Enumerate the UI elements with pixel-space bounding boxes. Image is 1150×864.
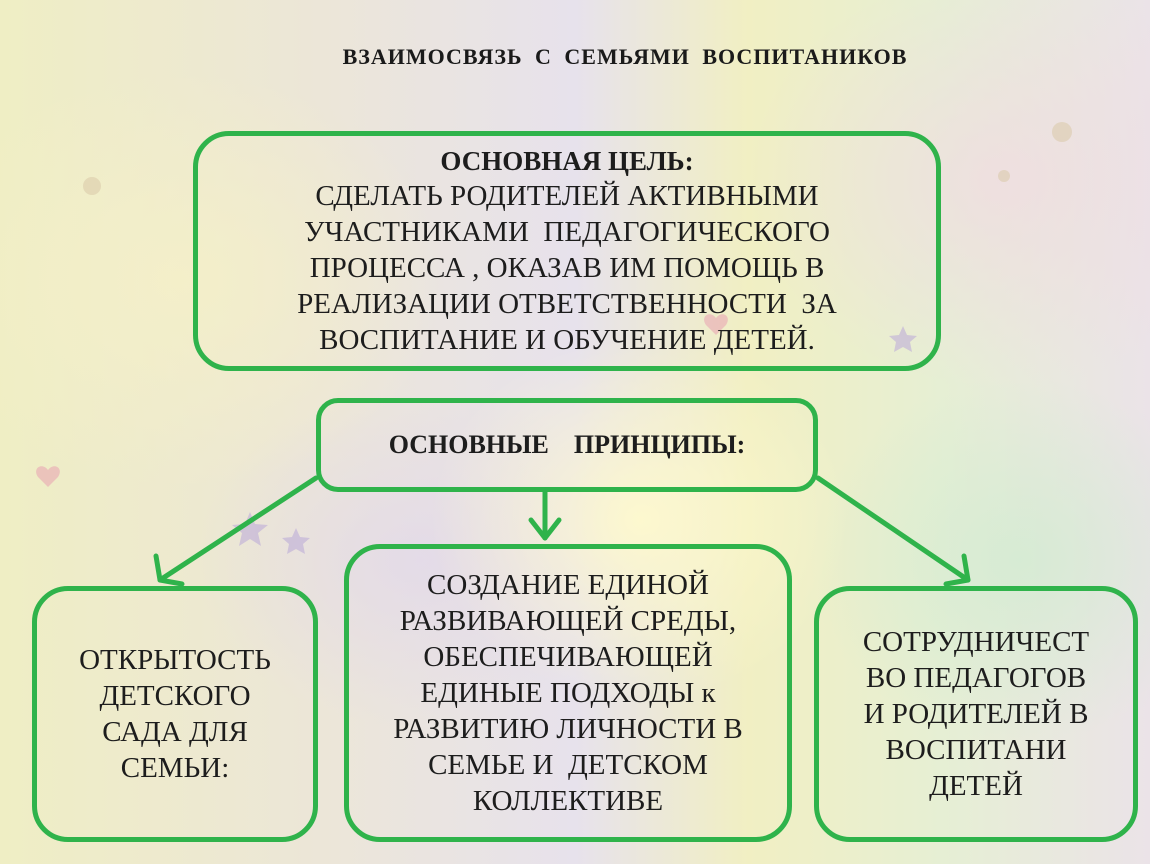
card-line: ДЕТСКОГО (99, 680, 251, 712)
principles-box: ОСНОВНЫЕ ПРИНЦИПЫ: (316, 398, 818, 492)
principles-heading: ОСНОВНЫЕ ПРИНЦИПЫ: (388, 430, 746, 459)
arrowhead-right (943, 553, 971, 587)
card-line: СОТРУДНИЧЕСТ (862, 626, 1090, 658)
card-line: САДА ДЛЯ (102, 716, 248, 748)
card-line: СЕМЬЕ И ДЕТСКОМ (428, 749, 708, 781)
card-line: ЕДИНЫЕ ПОДХОДЫ к (420, 677, 716, 709)
card-line: СЕМЬИ: (120, 752, 230, 784)
goal-line: РЕАЛИЗАЦИИ ОТВЕТСТВЕННОСТИ ЗА (297, 288, 837, 320)
card-line: ВО ПЕДАГОГОВ (865, 662, 1087, 694)
goal-line: СДЕЛАТЬ РОДИТЕЛЕЙ АКТИВНЫМИ (315, 180, 819, 212)
goal-box: ОСНОВНАЯ ЦЕЛЬ: СДЕЛАТЬ РОДИТЕЛЕЙ АКТИВНЫ… (193, 131, 941, 371)
goal-heading: ОСНОВНАЯ ЦЕЛЬ: (440, 146, 694, 176)
card-line: РАЗВИТИЮ ЛИЧНОСТИ В (393, 713, 743, 745)
card-line: ОБЕСПЕЧИВАЮЩЕЙ (423, 641, 713, 673)
card-line: ДЕТЕЙ (929, 770, 1023, 802)
arrowhead-middle (528, 517, 562, 541)
goal-line: УЧАСТНИКАМИ ПЕДАГОГИЧЕСКОГО (304, 216, 830, 248)
arrowhead-left (153, 553, 185, 587)
principle-card-cooperation: СОТРУДНИЧЕСТ ВО ПЕДАГОГОВ И РОДИТЕЛЕЙ В … (814, 586, 1138, 842)
principle-card-openness: ОТКРЫТОСТЬ ДЕТСКОГО САДА ДЛЯ СЕМЬИ: (32, 586, 318, 842)
card-line: И РОДИТЕЛЕЙ В (863, 698, 1089, 730)
card-line: РАЗВИВАЮЩЕЙ СРЕДЫ, (399, 605, 737, 637)
card-line: КОЛЛЕКТИВЕ (472, 785, 664, 817)
card-line: СОЗДАНИЕ ЕДИНОЙ (427, 569, 709, 601)
principle-card-environment: СОЗДАНИЕ ЕДИНОЙ РАЗВИВАЮЩЕЙ СРЕДЫ, ОБЕСП… (344, 544, 792, 842)
page-title: ВЗАИМОСВЯЗЬ С СЕМЬЯМИ ВОСПИТАНИКОВ (342, 44, 908, 69)
card-line: ОТКРЫТОСТЬ (79, 644, 271, 676)
goal-line: ВОСПИТАНИЕ И ОБУЧЕНИЕ ДЕТЕЙ. (319, 324, 815, 356)
arrow-left (157, 475, 319, 583)
goal-line: ПРОЦЕССА , ОКАЗАВ ИМ ПОМОЩЬ В (309, 252, 825, 284)
card-line: ВОСПИТАНИ (885, 734, 1067, 766)
arrow-right (815, 475, 971, 583)
